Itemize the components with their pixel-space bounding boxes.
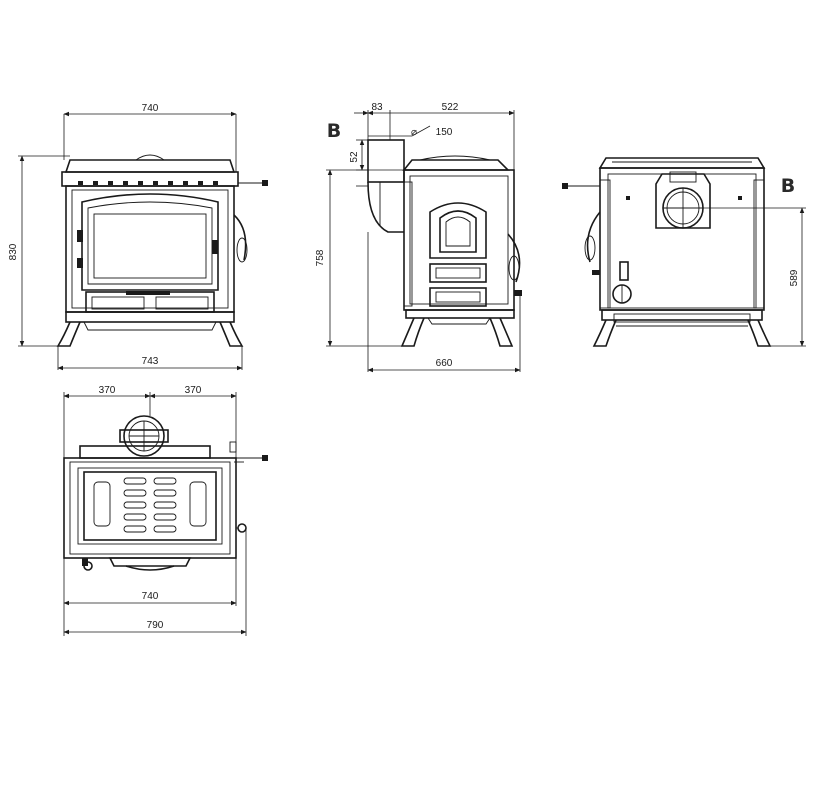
side-offset: 83 xyxy=(371,102,383,113)
top-half-left: 370 xyxy=(99,385,116,396)
front-width-feet: 743 xyxy=(142,356,159,367)
top-dimensions: 370 370 740 790 xyxy=(63,385,247,636)
top-width: 740 xyxy=(142,591,159,602)
front-height: 830 xyxy=(8,243,19,260)
top-view xyxy=(63,415,268,571)
flue-label-rear: B xyxy=(781,175,795,197)
flue-label-side: B xyxy=(327,120,341,142)
side-dimensions: 83 522 ⌀ 150 B 52 758 660 xyxy=(315,102,521,373)
side-depth: 522 xyxy=(442,102,459,113)
diameter-symbol: ⌀ xyxy=(411,127,417,138)
rear-view xyxy=(562,157,772,347)
rear-dimensions: B 589 xyxy=(683,175,806,347)
side-total-depth: 660 xyxy=(436,358,453,369)
front-width-top: 740 xyxy=(142,103,159,114)
flue-diameter: 150 xyxy=(436,127,453,138)
top-total-width: 790 xyxy=(147,620,164,631)
flue-offset: 52 xyxy=(349,151,360,163)
side-view xyxy=(367,139,522,347)
front-view xyxy=(56,154,268,347)
flue-height-side: 758 xyxy=(315,249,326,266)
top-half-right: 370 xyxy=(185,385,202,396)
flue-height-rear: 589 xyxy=(789,269,800,286)
front-dimensions: 740 830 743 xyxy=(8,103,243,371)
